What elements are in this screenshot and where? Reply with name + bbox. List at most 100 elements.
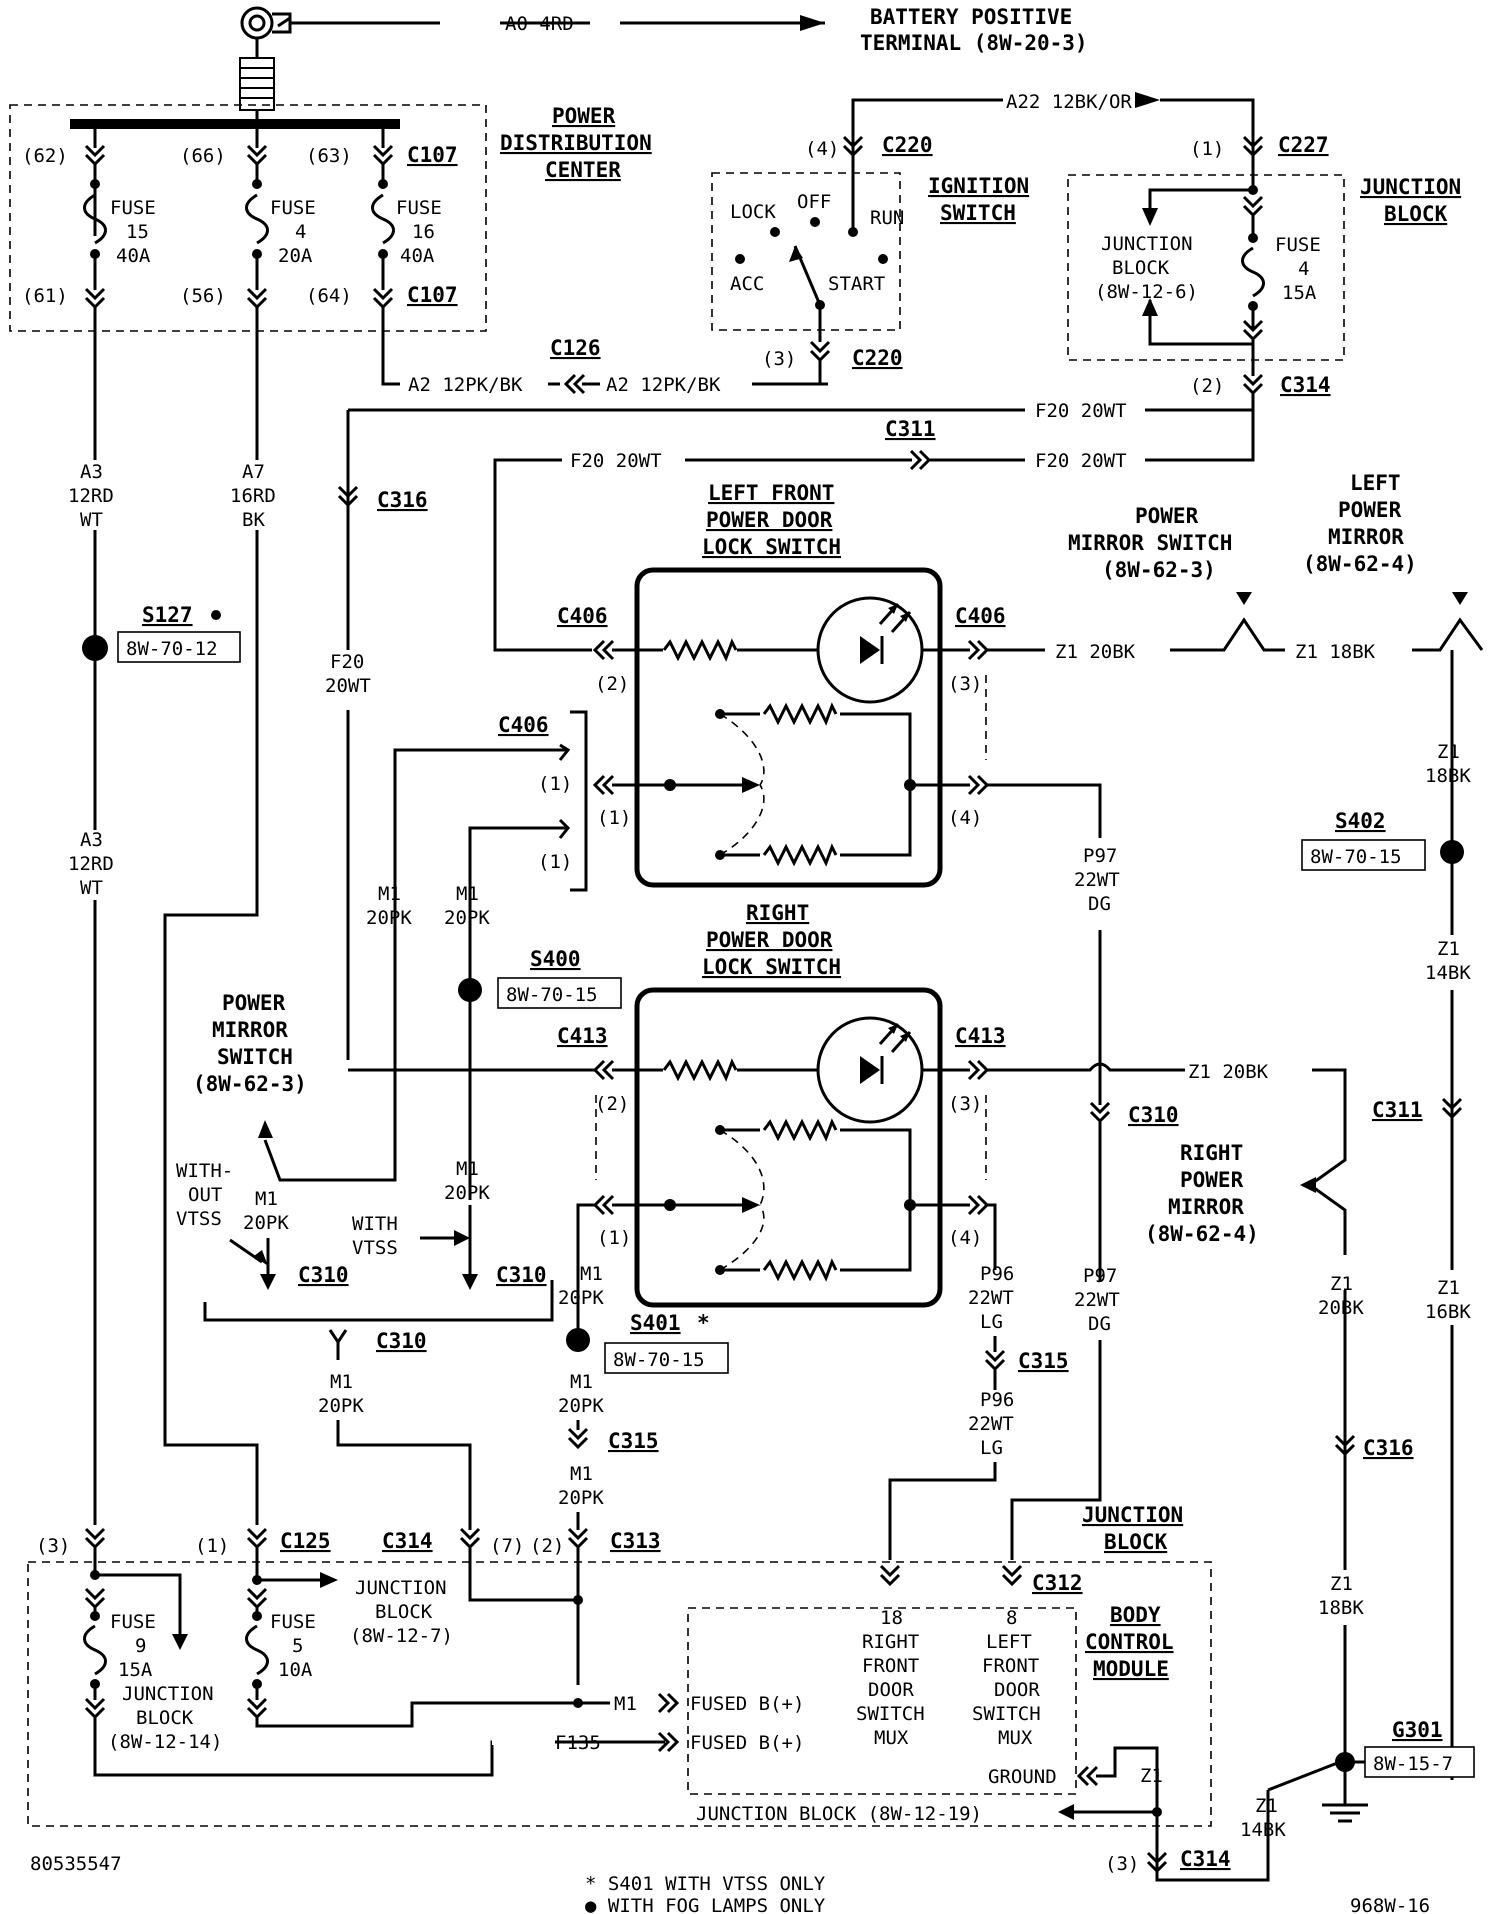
wire-p97-label-2: 22WT — [1074, 869, 1120, 891]
ground-g301-ref: 8W-15-7 — [1373, 1753, 1453, 1775]
wire-a3-label-2: 12RD — [68, 485, 114, 507]
ign-off: OFF — [797, 191, 831, 213]
pin-c125-3: (3) — [36, 1535, 70, 1557]
junction-block-bottom-box — [27, 1561, 1212, 1827]
battery-terminal-icon — [239, 6, 292, 111]
rt-door-lock-switch-box — [634, 987, 943, 1308]
pin-66: (66) — [180, 145, 226, 167]
connector-c310-y: C310 — [376, 1329, 427, 1353]
svg-text:20A: 20A — [278, 245, 313, 267]
bcm-ground-label: GROUND — [988, 1766, 1057, 1788]
wire-p97-label-4: P97 — [1083, 1265, 1117, 1287]
connector-c315-p96: C315 — [1018, 1349, 1069, 1373]
svg-text:(8W-62-4): (8W-62-4) — [1303, 552, 1417, 576]
part-number: 80535547 — [30, 1853, 122, 1875]
wire-z1v18-label-1: Z1 — [1437, 741, 1460, 763]
jb-fuse-5-amps: 10A — [278, 1659, 313, 1681]
wire-z1v16-label-1: Z1 — [1437, 1277, 1460, 1299]
wire-z1-18-label: Z1 18BK — [1295, 641, 1376, 663]
svg-text:CENTER: CENTER — [545, 158, 621, 182]
jb-fuse-5-number: 5 — [292, 1635, 303, 1657]
with-vtss-label-2: VTSS — [352, 1237, 398, 1259]
pdc-box — [9, 104, 487, 332]
connector-c314-top: C314 — [1280, 373, 1331, 397]
bcm-lf-mux-label: 8 LEFT FRONT DOOR SWITCH MUX — [972, 1607, 1041, 1749]
pin-61: (61) — [22, 285, 68, 307]
svg-text:DOOR: DOOR — [994, 1679, 1040, 1701]
ign-start: START — [828, 273, 885, 295]
ground-g301: G301 — [1392, 1718, 1443, 1742]
connector-c310-without: C310 — [298, 1263, 349, 1287]
splice-s401: S401 — [630, 1311, 681, 1335]
svg-text:FUSE: FUSE — [396, 197, 442, 219]
lf-led-icon — [816, 596, 924, 704]
svg-text:MIRROR SWITCH: MIRROR SWITCH — [1068, 531, 1232, 555]
wire-m1-label-15: M1 — [330, 1371, 353, 1393]
connector-c107-bottom: C107 — [407, 283, 458, 307]
svg-text:RIGHT: RIGHT — [862, 1631, 919, 1653]
jb-ref-top-2: BLOCK — [1112, 257, 1170, 279]
wire-m1-a — [393, 748, 568, 1010]
wire-p97-label-1: P97 — [1083, 845, 1117, 867]
footnote-s401: * S401 WITH VTSS ONLY — [585, 1873, 826, 1895]
wire-f20-label-1: F20 20WT — [1035, 400, 1127, 422]
wire-p96-label-5: 22WT — [968, 1413, 1014, 1435]
rt-switch-title: RIGHT POWER DOOR LOCK SWITCH — [702, 901, 841, 979]
svg-text:POWER: POWER — [552, 104, 616, 128]
svg-text:FRONT: FRONT — [862, 1655, 919, 1677]
wire-p96-label-2: 22WT — [968, 1287, 1014, 1309]
wire-a3-label-4: A3 — [80, 829, 103, 851]
wire-m1-label-14: 20PK — [558, 1487, 604, 1509]
connector-c220-bottom: C220 — [852, 346, 903, 370]
svg-text:POWER DOOR: POWER DOOR — [706, 508, 833, 532]
with-vtss-label-1: WITH — [352, 1213, 398, 1235]
pin-c314-2: (2) — [1190, 375, 1224, 397]
ign-lock: LOCK — [730, 201, 776, 223]
jb-ref-14-2: BLOCK — [136, 1707, 194, 1729]
wire-z1v14b-label-1: Z1 — [1255, 1795, 1278, 1817]
pm-switch-right-title: POWER MIRROR SWITCH (8W-62-3) — [1068, 504, 1232, 582]
wire-z1v16-label-2: 16BK — [1425, 1301, 1471, 1323]
bcm-fused-b-1: FUSED B(+) — [690, 1693, 804, 1715]
bcm-title-1: BODY — [1110, 1603, 1161, 1627]
wire-p97-label-3: DG — [1088, 893, 1111, 915]
wire-p96-label-3: LG — [980, 1311, 1003, 1333]
wire-a7-label-1: A7 — [242, 461, 265, 483]
svg-text:MIRROR: MIRROR — [1168, 1195, 1244, 1219]
jb-ref-7-1: JUNCTION — [355, 1577, 447, 1599]
wire-z1-20-label-right: Z1 20BK — [1188, 1061, 1269, 1083]
svg-text:MIRROR: MIRROR — [1328, 525, 1404, 549]
svg-text:SWITCH: SWITCH — [856, 1703, 925, 1725]
pin-c313-2: (2) — [530, 1535, 564, 1557]
pin-c413-2: (2) — [595, 1093, 629, 1115]
jb-fuse-9-label: FUSE — [110, 1611, 156, 1633]
lf-door-lock-switch-box — [634, 567, 943, 888]
rt-switch-internals — [612, 1120, 970, 1280]
wire-a0-label: A0 4RD — [505, 13, 574, 35]
jb-ref-top-1: JUNCTION — [1101, 233, 1193, 255]
pm-switch-left-title: POWER MIRROR SWITCH (8W-62-3) — [193, 991, 307, 1096]
wire-a2-label-2: A2 12PK/BK — [606, 374, 721, 396]
svg-text:POWER: POWER — [1135, 504, 1199, 528]
wire-m1-label-5: M1 — [456, 1158, 479, 1180]
pin-c413-4: (4) — [948, 1227, 982, 1249]
wire-a7-label-3: BK — [242, 509, 265, 531]
connector-c312: C312 — [1032, 1571, 1083, 1595]
svg-text:LEFT FRONT: LEFT FRONT — [708, 481, 834, 505]
wire-m1-b — [468, 826, 568, 1200]
jb-ref-14-3: (8W-12-14) — [108, 1731, 222, 1753]
battery-terminal-label: BATTERY POSITIVE — [870, 5, 1072, 29]
splice-s127-dot — [82, 635, 108, 661]
body-control-module-box — [687, 1607, 1077, 1795]
wire-z1v14b-label-2: 14BK — [1240, 1819, 1286, 1841]
svg-text:LEFT: LEFT — [986, 1631, 1032, 1653]
ignition-switch-icon — [735, 217, 888, 310]
wire-m1-label-7: M1 — [255, 1188, 278, 1210]
wire-f20-label-3: F20 20WT — [570, 450, 662, 472]
pin-64: (64) — [306, 285, 352, 307]
wire-a22-label: A22 12BK/OR — [1006, 91, 1132, 113]
connector-c406-left: C406 — [557, 604, 608, 628]
without-vtss-label-2: OUT — [188, 1184, 222, 1206]
svg-text:RIGHT: RIGHT — [1180, 1141, 1243, 1165]
